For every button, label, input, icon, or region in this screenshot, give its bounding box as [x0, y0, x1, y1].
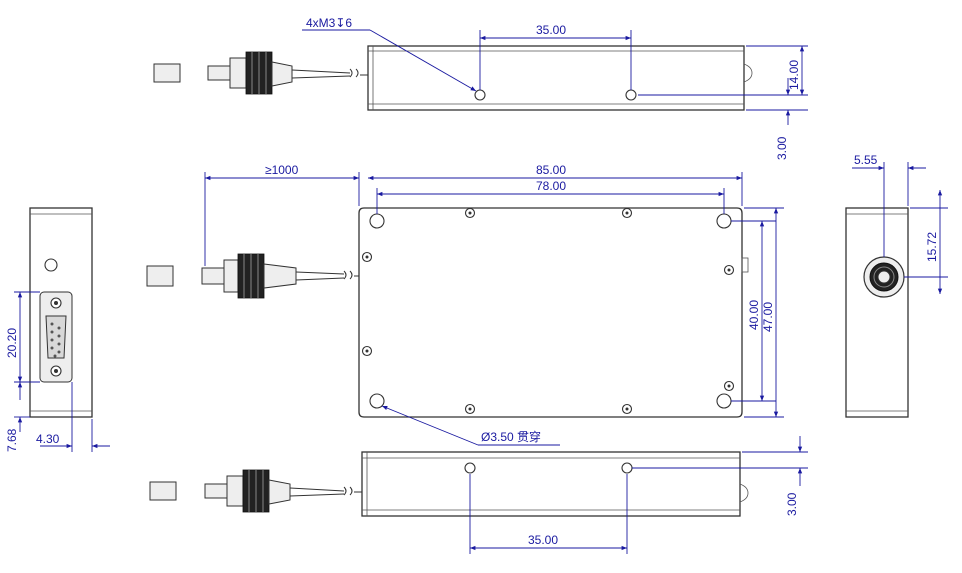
fiber-length-label: ≥1000 [265, 163, 299, 177]
overall-length-label: 85.00 [536, 163, 566, 177]
bottom-fiber-connector [149, 469, 362, 513]
top-offset-label: 3.00 [775, 136, 789, 160]
bottom-offset-label: 3.00 [785, 492, 799, 516]
corner-hole-bottom-left [369, 393, 385, 409]
right-side-view: 5.55 15.72 [845, 153, 948, 418]
top-mount-hole-left [474, 89, 486, 101]
db9-connector [39, 291, 73, 383]
overall-width-label: 47.00 [761, 302, 775, 332]
cover-screws [361, 207, 735, 415]
bottom-view-body [361, 451, 741, 517]
top-view-body [367, 45, 745, 111]
bottom-mount-hole-left [464, 462, 476, 474]
front-view-body [358, 207, 743, 418]
hole-pitch-width-label: 40.00 [747, 300, 761, 330]
bottom-hole-spacing-label: 35.00 [528, 533, 558, 547]
top-hole-spacing-label: 35.00 [536, 23, 566, 37]
right-port-offset-x-label: 5.55 [854, 153, 878, 167]
corner-hole-bottom-right [716, 393, 732, 409]
thread-note-label: 4xM3↧6 [306, 16, 352, 30]
front-view: ≥1000 85.00 78.00 40.00 47.00 Ø3.50 贯穿 [146, 163, 784, 446]
front-fiber-connector [146, 253, 359, 299]
bottom-mount-hole-right [621, 462, 633, 474]
through-hole-label: Ø3.50 贯穿 [481, 429, 541, 444]
left-bottom-offset-label: 7.68 [5, 428, 19, 452]
top-view: 35.00 4xM3↧6 14.00 3.00 [153, 16, 808, 160]
top-fiber-connector [153, 51, 368, 95]
top-height-label: 14.00 [787, 60, 801, 90]
corner-hole-top-right [716, 213, 732, 229]
left-side-body [29, 207, 93, 418]
left-connector-height-label: 20.20 [5, 328, 19, 358]
bottom-view: 35.00 3.00 [149, 436, 808, 554]
right-side-body [845, 207, 909, 418]
right-port-offset-y-label: 15.72 [925, 232, 939, 262]
fiber-port [863, 256, 905, 298]
corner-hole-top-left [369, 213, 385, 229]
left-side-view: 20.20 7.68 4.30 [5, 207, 110, 452]
hole-pitch-length-label: 78.00 [536, 179, 566, 193]
left-side-offset-label: 4.30 [36, 432, 60, 446]
top-mount-hole-right [625, 89, 637, 101]
